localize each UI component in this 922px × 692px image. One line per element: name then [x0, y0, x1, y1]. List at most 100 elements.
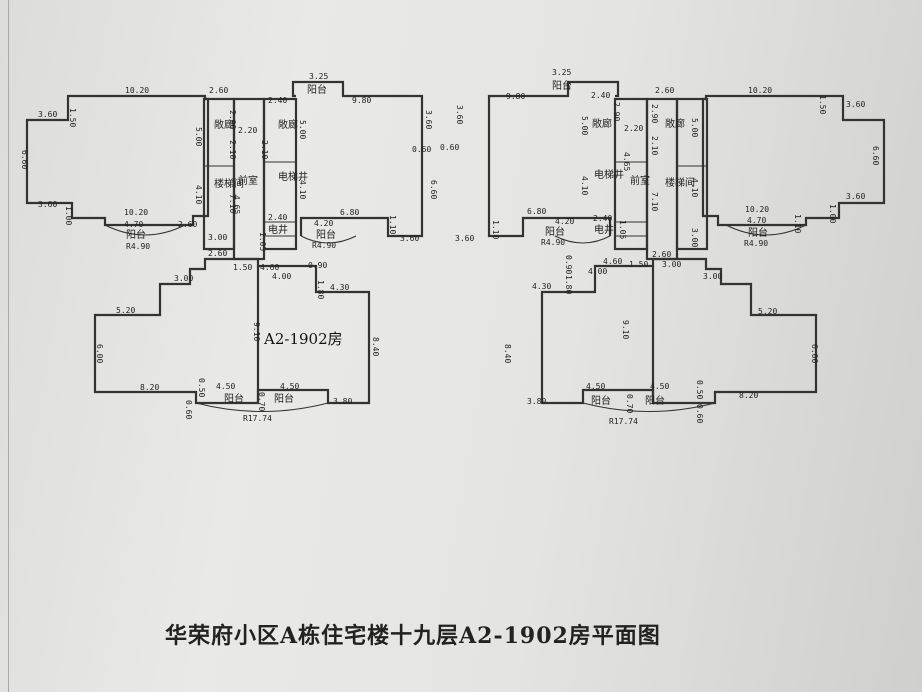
- right-wing: [487, 80, 886, 413]
- dim-label: 9.80: [506, 92, 525, 101]
- lower-balcony-arc: [195, 402, 329, 413]
- room-label-balcony: 阳台: [274, 392, 294, 405]
- dim-label: 6.80: [340, 208, 359, 217]
- dim-label: 4.10: [580, 176, 589, 195]
- room-label-corridor: 敞廊: [665, 117, 685, 130]
- dim-label: 6.60: [871, 146, 880, 165]
- room-label-stair: 楼梯间: [214, 177, 244, 190]
- dim-label: 3.25: [309, 72, 328, 81]
- room-label-elec-shaft: 电井: [268, 223, 288, 236]
- dim-label: 2.10: [228, 140, 237, 159]
- dim-label: 0.90: [564, 255, 573, 274]
- dim-label: 4.10: [690, 178, 699, 197]
- dim-label: 1.10: [388, 215, 397, 234]
- dim-label: 2.40: [593, 214, 612, 223]
- dim-label: 2.60: [208, 249, 227, 258]
- dim-label: 3.60: [455, 234, 474, 243]
- dim-label: R4.90: [126, 242, 150, 251]
- left-labels: 10.20 2.60 1.50 3.60 6.60 3.60 1.00 10.2…: [20, 72, 433, 423]
- dim-label: 2.60: [652, 250, 671, 259]
- mid-balcony-arc: [300, 235, 357, 244]
- dim-label: 4.10: [298, 180, 307, 199]
- dim-label: 0.70: [257, 392, 266, 411]
- dim-label: 0.90: [308, 261, 327, 270]
- dim-label: 4.10: [194, 185, 203, 204]
- dim-label: 1.00: [828, 204, 837, 223]
- dim-label: 4.20: [314, 219, 333, 228]
- left-wing: [25, 80, 424, 413]
- left-balcony-arc: [104, 224, 186, 236]
- dim-label: 1.50: [233, 263, 252, 272]
- dim-label: 5.00: [690, 118, 699, 137]
- room-label-balcony: 阳台: [552, 79, 572, 92]
- sheet-edge: [8, 0, 9, 692]
- dim-label: 2.90: [228, 110, 237, 129]
- corridor-text: 敞廊: [214, 118, 234, 131]
- dim-label: 3.00: [690, 228, 699, 247]
- dim-label: R4.90: [744, 239, 768, 248]
- dim-label: 10.20: [125, 86, 149, 95]
- dim-label: 3.00: [703, 272, 722, 281]
- dim-label: 6.80: [527, 207, 546, 216]
- dim-label: 5.00: [298, 120, 307, 139]
- dim-label: 6.60: [429, 180, 438, 199]
- dim-label: R4.90: [541, 238, 565, 247]
- dim-label: 2.40: [591, 91, 610, 100]
- dim-label: 3.00: [208, 233, 227, 242]
- dim-label: 3.60: [38, 200, 57, 209]
- room-label-stair: 楼梯间: [665, 176, 695, 189]
- dim-label: 4.00: [272, 272, 291, 281]
- dim-label: 1.00: [64, 206, 73, 225]
- dim-label: 4.65: [232, 195, 241, 214]
- dim-label: 2.20: [238, 126, 257, 135]
- room-label-corridor: 敞廊: [214, 118, 234, 131]
- dim-label: 2.40: [268, 213, 287, 222]
- dim-label: 2.40: [268, 96, 287, 105]
- dim-label: 8.20: [739, 391, 758, 400]
- dim-label: 2.90: [650, 104, 659, 123]
- dim-label: 0.60: [440, 143, 459, 152]
- dim-label: 2.90: [612, 102, 621, 121]
- room-label-balcony: 阳台: [126, 228, 146, 241]
- dim-label: 4.30: [532, 282, 551, 291]
- dim-label: 4.50: [650, 382, 669, 391]
- dim-label: 3.60: [38, 110, 57, 119]
- dim-label: 0.50: [695, 380, 704, 399]
- dim-label: 3.00: [662, 260, 681, 269]
- dim-label: R17.74: [243, 414, 272, 423]
- dim-label: 4.50: [280, 382, 299, 391]
- room-label-balcony: 阳台: [316, 228, 336, 241]
- dim-label: 4.00: [588, 267, 607, 276]
- upper-middle-left-unit: [291, 80, 424, 238]
- dim-label: 3.25: [552, 68, 571, 77]
- dim-label: 3.60: [846, 192, 865, 201]
- dim-label: 0.60: [412, 145, 431, 154]
- unit-label: A2-1902房: [263, 330, 343, 348]
- dim-label: 6.00: [810, 344, 819, 363]
- dim-label: 4.50: [586, 382, 605, 391]
- dim-label: 9.80: [352, 96, 371, 105]
- dim-label: 4.70: [124, 220, 143, 229]
- dim-label: 3.60: [424, 110, 433, 129]
- dim-label: 7.10: [228, 194, 237, 213]
- dim-label: 0.70: [625, 394, 634, 413]
- dim-label: 8.40: [503, 344, 512, 363]
- dim-label: 1.80: [316, 280, 325, 299]
- dim-label: 1.50: [68, 108, 77, 127]
- dim-label: 10.20: [745, 205, 769, 214]
- dim-label: 9.10: [621, 320, 630, 339]
- dim-label: 2.60: [178, 220, 197, 229]
- dim-label: 4.60: [260, 263, 279, 272]
- dim-label: 6.60: [20, 150, 29, 169]
- dim-label: 1.05: [618, 220, 627, 239]
- left-elevator-column: [262, 97, 298, 251]
- dim-label: 5.00: [194, 127, 203, 146]
- dim-label: 6.00: [95, 344, 104, 363]
- dim-label: 2.60: [655, 86, 674, 95]
- dim-label: 0.50: [197, 378, 206, 397]
- room-label-balcony: 阳台: [748, 226, 768, 239]
- room-label-elevator: 电梯井: [278, 170, 308, 183]
- dim-label: 1.10: [491, 220, 500, 239]
